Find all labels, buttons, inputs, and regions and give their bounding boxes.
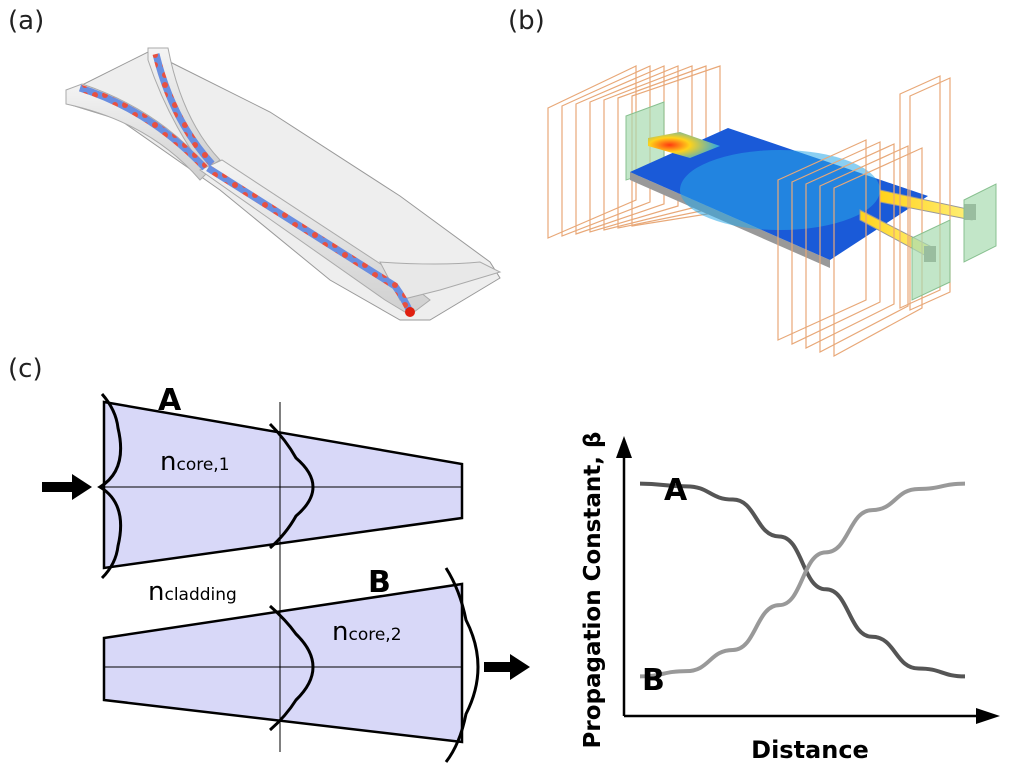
output-port-highlight-1 xyxy=(963,183,997,263)
series-line-a xyxy=(639,481,966,679)
output-arrow xyxy=(484,654,530,680)
mode-field-output-spot xyxy=(405,307,415,317)
x-axis-arrowhead xyxy=(976,708,1000,724)
panel-label-b: (b) xyxy=(508,6,545,36)
output-port-highlight-2 xyxy=(911,219,951,301)
y-branch-left-arm xyxy=(65,83,211,181)
waveguide-a-label: A xyxy=(158,383,182,418)
mmi-coupler-render xyxy=(547,65,997,358)
n-cladding-label: ncladding xyxy=(148,577,237,607)
n-core-2-main: n xyxy=(332,617,348,647)
panel-label-a: (a) xyxy=(8,6,45,36)
x-axis-label: Distance xyxy=(751,736,869,764)
y-axis-arrowhead xyxy=(616,436,632,458)
mode-profile-b-output xyxy=(444,567,480,763)
input-taper xyxy=(648,132,720,158)
interference-pattern xyxy=(680,150,880,230)
mode-field-left xyxy=(78,84,208,171)
mode-field-right xyxy=(152,53,215,167)
series-layer: AB xyxy=(639,473,966,698)
n-cladding-sub: cladding xyxy=(164,585,236,605)
series-label-b: B xyxy=(642,663,665,698)
propagation-constant-chart: AB Distance Propagation Constant, β xyxy=(580,432,1000,764)
n-core-1-sub: core,1 xyxy=(176,455,229,475)
panel-label-c: (c) xyxy=(8,354,43,384)
n-core-1-label: ncore,1 xyxy=(160,447,230,477)
waveguide-b-label: B xyxy=(368,565,391,600)
mode-profile-b-mid xyxy=(269,604,315,732)
y-branch-output-arms xyxy=(379,261,502,301)
n-core-2-label: ncore,2 xyxy=(332,617,402,647)
series-label-a: A xyxy=(664,473,688,508)
waveguide-b-body xyxy=(102,582,464,744)
input-arrow xyxy=(42,474,92,500)
n-cladding-main: n xyxy=(148,577,164,607)
series-line-b xyxy=(639,481,966,679)
n-core-1-main: n xyxy=(160,447,176,477)
n-core-2-sub: core,2 xyxy=(348,625,401,645)
mode-profile-a-input xyxy=(97,393,123,580)
y-axis-label: Propagation Constant, β xyxy=(580,432,606,749)
waveguide-a-body xyxy=(102,400,464,570)
taper-coupler-schematic: A B ncore,1 ncladding ncore,2 xyxy=(42,383,530,763)
output-port-planes xyxy=(777,75,951,358)
y-branch-waveguide-render xyxy=(65,47,502,321)
mode-profile-a-mid xyxy=(268,422,315,550)
